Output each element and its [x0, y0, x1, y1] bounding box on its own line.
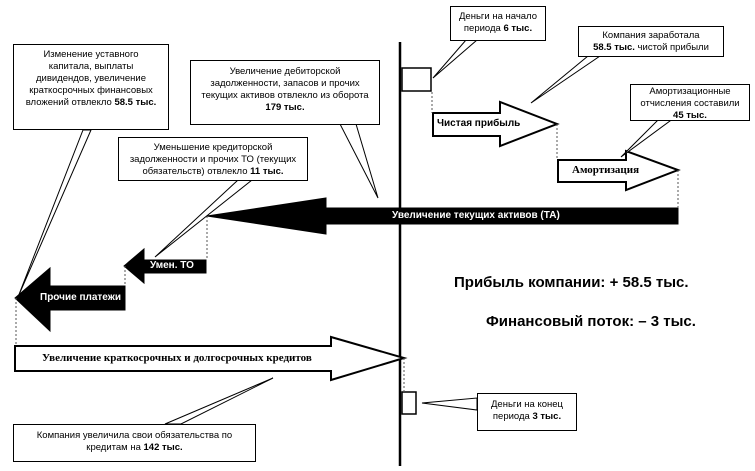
capital-note-amount: 58.5 тыс. — [114, 97, 157, 108]
amortization-note-line2: отчисления составили — [640, 98, 740, 109]
amortization-note-line1: Амортизационные — [649, 86, 731, 97]
payables-arrow-label: Умен. ТО — [150, 260, 194, 271]
profit-summary: Прибыль компании: + 58.5 тыс. — [454, 274, 689, 291]
capital-note-line2: капитала, выплаты — [48, 61, 134, 72]
net-profit-note-amount: 58.5 тыс. — [593, 42, 635, 53]
other-payments-arrow — [14, 266, 126, 333]
loans-note-prefix: кредитам на — [86, 442, 144, 453]
capital-note-line5: вложений отвлекло 58.5 тыс. — [14, 97, 168, 109]
start-cash-box — [401, 67, 432, 92]
loans-note-amount: 142 тыс. — [143, 442, 183, 453]
start-cash-prefix: периода — [463, 23, 504, 34]
net-profit-note-line1: Компания заработала — [602, 30, 700, 41]
start-cash-callout: Деньги на начало периода 6 тыс. — [450, 6, 546, 41]
start-cash-line1: Деньги на начало — [459, 11, 537, 22]
receivables-note-line2: задолженности, запасов и прочих — [210, 78, 360, 89]
callout-pointers — [17, 39, 676, 425]
payables-note-line1: Уменьшение кредиторской — [153, 142, 273, 153]
loans-note-line2: кредитам на 142 тыс. — [14, 442, 255, 454]
amortization-arrow — [557, 149, 681, 192]
receivables-callout: Увеличение дебиторской задолженности, за… — [190, 60, 380, 125]
net-profit-arrow — [432, 100, 560, 148]
loans-callout: Компания увеличила свои обязательства по… — [13, 424, 256, 462]
end-cash-box — [401, 391, 417, 415]
loans-arrow — [14, 335, 408, 382]
start-cash-amount: 6 тыс. — [503, 23, 533, 34]
net-profit-note-line2: 58.5 тыс. чистой прибыли — [579, 42, 723, 54]
amortization-callout: Амортизационные отчисления составили 45 … — [630, 84, 750, 121]
net-profit-callout: Компания заработала 58.5 тыс. чистой при… — [578, 26, 724, 57]
payables-callout: Уменьшение кредиторской задолженности и … — [118, 137, 308, 181]
payables-note-line2: задолженности и прочих ТО (текущих — [129, 154, 297, 165]
payables-note-amount: 11 тыс. — [250, 166, 284, 177]
loans-note-line1: Компания увеличила свои обязательства по — [36, 430, 233, 441]
amortization-note-line3: 45 тыс. — [631, 110, 749, 122]
capital-note-prefix: вложений отвлекло — [25, 97, 115, 108]
receivables-note-amount: 179 тыс. — [265, 102, 305, 113]
cash-flow-summary: Финансовый поток: – 3 тыс. — [486, 313, 696, 330]
receivables-note-line3: текущих активов отвлекло из оборота — [201, 90, 369, 101]
current-assets-arrow — [206, 197, 679, 235]
capital-note-line4: краткосрочных финансовых — [29, 85, 153, 96]
capital-callout: Изменение уставного капитала, выплаты ди… — [13, 44, 169, 130]
amortization-note-amount: 45 тыс. — [673, 110, 707, 121]
net-profit-arrow-label: Чистая прибыль — [437, 118, 521, 129]
end-cash-prefix: периода — [492, 411, 533, 422]
end-cash-amount: 3 тыс. — [532, 411, 562, 422]
end-cash-line1: Деньги на конец — [490, 399, 563, 410]
payables-note-prefix: обязательств) отвлекло — [142, 166, 251, 177]
payables-note-line3: обязательств) отвлекло 11 тыс. — [119, 166, 307, 178]
receivables-note-line4: 179 тыс. — [191, 102, 379, 114]
amortization-arrow-label: Амортизация — [572, 164, 640, 176]
start-cash-line2: периода 6 тыс. — [451, 23, 545, 35]
capital-note-line1: Изменение уставного — [43, 49, 139, 60]
capital-note-line3: дивидендов, увеличение — [35, 73, 146, 84]
end-cash-line2: периода 3 тыс. — [478, 411, 576, 423]
current-assets-arrow-label: Увеличение текущих активов (ТА) — [392, 210, 560, 221]
end-cash-callout: Деньги на конец периода 3 тыс. — [477, 393, 577, 431]
other-payments-arrow-label: Прочие платежи — [40, 292, 121, 303]
guide-lines — [15, 92, 679, 392]
loans-arrow-label: Увеличение краткосрочных и долгосрочных … — [42, 352, 312, 364]
net-profit-note-suffix: чистой прибыли — [634, 42, 709, 53]
payables-arrow — [123, 247, 207, 285]
receivables-note-line1: Увеличение дебиторской — [229, 66, 341, 77]
